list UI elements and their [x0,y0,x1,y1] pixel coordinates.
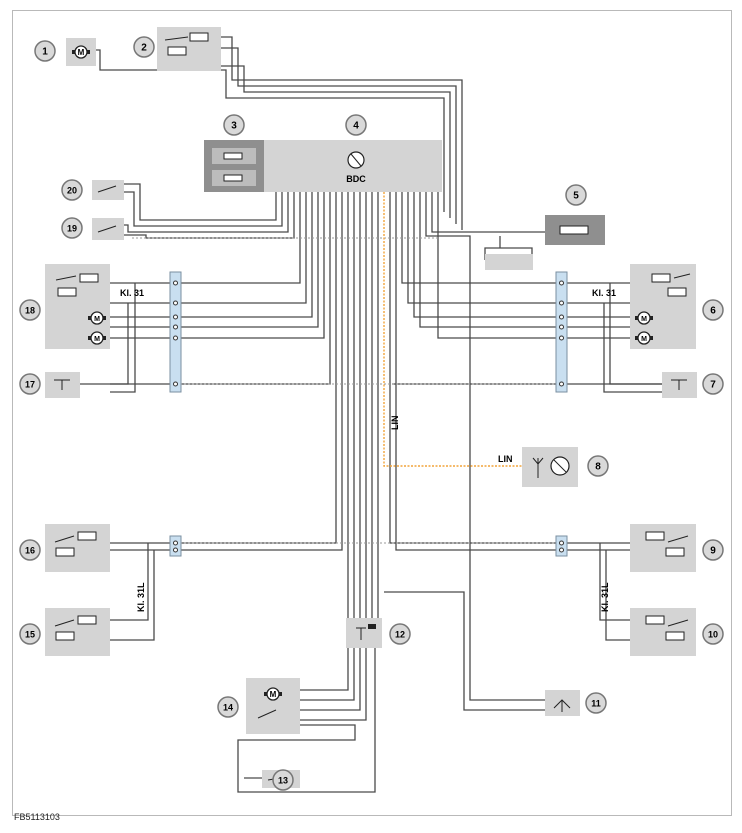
kl31l-left-label: Kl. 31L [136,582,146,612]
callout-13: 13 [272,769,294,791]
component-5 [545,215,605,245]
component-12 [346,618,382,648]
component-4-bdc: BDC [204,140,442,192]
callout-8: 8 [587,455,609,477]
callout-number: 9 [710,546,716,557]
callout-19: 19 [61,217,83,239]
figure-code: FB5113103 [14,812,60,822]
component-1-motor: M [66,38,96,66]
component-19-switch [92,218,124,240]
component-20-switch [92,180,124,200]
component-6: M M [630,264,696,349]
callout-number: 14 [223,703,233,713]
kl31l-right-label: Kl. 31L [600,582,610,612]
callout-2: 2 [133,36,155,58]
callout-number: 18 [25,306,35,316]
callout-5: 5 [565,184,587,206]
callout-1: 1 [34,40,56,62]
callout-7: 7 [702,373,724,395]
callout-4: 4 [345,114,367,136]
callout-15: 15 [19,623,41,645]
component-11 [545,690,580,716]
kl31-left-label: Kl. 31 [120,288,144,298]
callout-3: 3 [223,114,245,136]
connector-right [555,271,568,393]
callout-number: 7 [710,380,716,391]
callout-number: 16 [25,546,35,556]
callout-9: 9 [702,539,724,561]
callout-18: 18 [19,299,41,321]
callout-6: 6 [702,299,724,321]
callout-number: 3 [231,121,237,132]
lin-bus-wire [383,192,522,467]
svg-text:M: M [641,316,647,323]
callout-number: 4 [353,121,359,132]
component-15 [45,608,110,656]
connector-left [169,271,182,393]
callout-14: 14 [217,696,239,718]
callout-10: 10 [702,623,724,645]
bdc-label: BDC [346,174,366,184]
callout-number: 15 [25,630,35,640]
component-8 [522,447,578,487]
component-16 [45,524,110,572]
svg-text:M: M [270,690,277,699]
svg-text:M: M [641,336,647,343]
svg-text:M: M [94,316,100,323]
component-18: M M [45,264,110,349]
callout-number: 12 [395,630,405,640]
callout-number: 19 [67,224,77,234]
callout-16: 16 [19,539,41,561]
lin-vertical-label: LIN [390,416,400,431]
callout-11: 11 [585,692,607,714]
component-2-relay [157,27,221,71]
motor-label: M [78,48,85,57]
kl31-right-label: Kl. 31 [592,288,616,298]
callout-number: 20 [67,186,77,196]
callout-number: 6 [710,306,716,317]
callout-number: 8 [595,462,601,473]
component-10 [630,608,696,656]
callout-number: 11 [591,699,601,709]
callout-number: 13 [278,776,288,786]
callout-number: 5 [573,191,579,202]
callout-number: 1 [42,47,48,58]
callout-17: 17 [19,373,41,395]
component-17-switch [45,372,80,398]
callout-12: 12 [389,623,411,645]
connector-lower-right [555,535,568,557]
callout-20: 20 [61,179,83,201]
component-7-switch [662,372,697,398]
callout-number: 10 [708,630,718,640]
component-9 [630,524,696,572]
shield-lines [132,237,560,544]
callout-number: 17 [25,380,35,390]
component-14-motor: M [246,678,300,734]
lin-horizontal-label: LIN [498,454,513,464]
callout-number: 2 [141,43,147,54]
connector-lower-left [169,535,182,557]
antenna-box [485,254,533,270]
svg-text:M: M [94,336,100,343]
